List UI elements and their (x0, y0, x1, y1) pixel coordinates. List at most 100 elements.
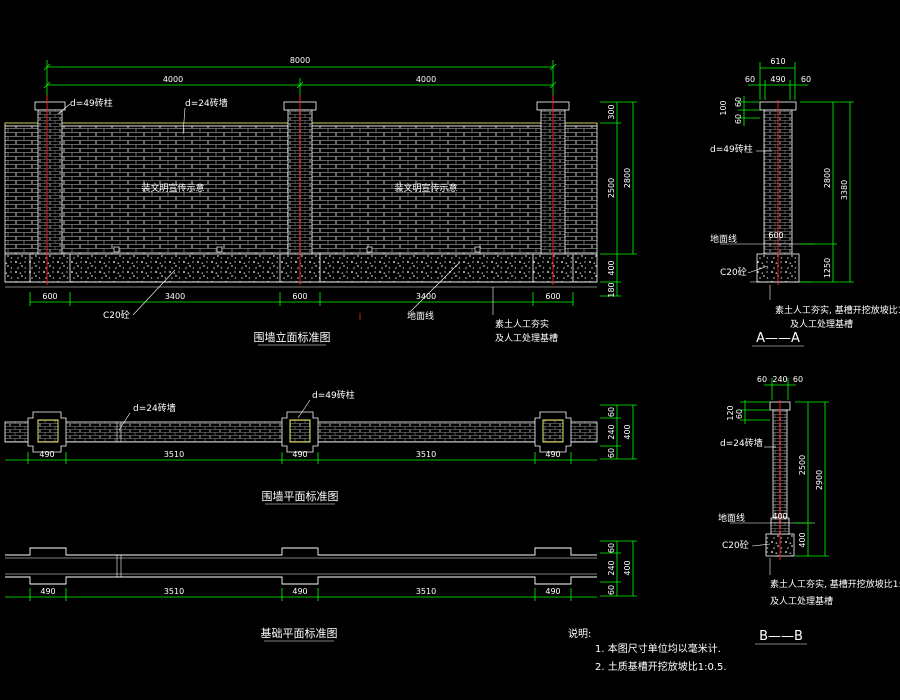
elevation-bottom-dim-5: 600 (545, 292, 560, 301)
elevation-right-dim-1: 300 (607, 104, 616, 119)
plan-right-dim-2: 240 (607, 424, 616, 439)
section-b-left-dim-2: 60 (735, 409, 744, 419)
elevation-right-dimension (600, 101, 637, 297)
elevation-label-fill-1: 素土人工夯实 (495, 318, 549, 330)
section-a-left-dim-1: 100 (719, 100, 728, 115)
section-b-label-fill: 素土人工夯实, 基槽开挖放坡比1:0.5 (770, 578, 900, 590)
elevation-title: 围墙立面标准图 (254, 330, 331, 344)
elevation-dim-right: 4000 (416, 75, 436, 84)
section-a-left-dim-3: 60 (734, 114, 743, 124)
notes-heading: 说明: (568, 627, 591, 640)
section-a-view: 610 60 490 60 600 100 60 60 2800 1250 33… (710, 57, 900, 347)
section-a-label-fill-2: 及人工处理基槽 (790, 318, 853, 330)
foundation-bottom-dim-4: 3510 (416, 587, 436, 596)
section-a-right-dim-1: 2800 (823, 168, 832, 188)
section-a-dim-mid: 490 (770, 75, 785, 84)
section-a-left-dimension (738, 96, 760, 126)
section-a-dim-footing: 600 (768, 231, 783, 240)
section-b-left-dimension (740, 400, 770, 424)
elevation-label-column: d=49砖柱 (70, 97, 113, 109)
section-a-right-dim-total: 3380 (840, 180, 849, 200)
wall-weep-holes (113, 246, 481, 253)
foundation-bottom-dimension (5, 588, 597, 601)
section-a-right-dim-2: 1250 (823, 258, 832, 278)
section-a-label-column: d=49砖柱 (710, 143, 753, 155)
plan-bottom-dimension (5, 452, 597, 464)
elevation-right-dim-4: 180 (607, 282, 616, 297)
column-right (532, 95, 574, 285)
plan-title: 围墙平面标准图 (262, 489, 339, 503)
section-a-dim-right: 60 (801, 75, 811, 84)
elevation-top-dimension (43, 60, 557, 100)
section-b-top-dimension (764, 378, 796, 400)
foundation-plan-view: 490 3510 490 3510 490 60 240 60 400 基础平面… (5, 540, 637, 642)
section-b-dim-left: 60 (757, 375, 767, 384)
plan-right-dim-total: 400 (623, 424, 632, 439)
foundation-bottom-dim-2: 3510 (164, 587, 184, 596)
section-b-right-dim-1: 2500 (798, 455, 807, 475)
plan-right-dim-3: 60 (607, 448, 616, 458)
notes-line-1: 1. 本图尺寸单位均以毫米计. (595, 642, 721, 655)
section-a-label-fill: 素土人工夯实, 基槽开挖放坡比1:0.5 (775, 304, 900, 316)
section-b-label-wall: d=24砖墙 (720, 437, 763, 449)
section-b-right-dimension (795, 401, 829, 557)
section-b-right-dim-total: 2900 (815, 470, 824, 490)
plan-bottom-dim-2: 3510 (164, 450, 184, 459)
elevation-bottom-dim-4: 3400 (416, 292, 436, 301)
elevation-view: 8000 4000 4000 (4, 56, 637, 346)
wall-plan-view: d=24砖墙 d=49砖柱 490 3510 490 3510 490 60 2… (4, 389, 637, 505)
section-a-top-dimension (748, 62, 808, 100)
elevation-bottom-dim-3: 600 (292, 292, 307, 301)
elevation-label-fill-2: 及人工处理基槽 (495, 332, 558, 344)
foundation-bottom-dim-3: 490 (292, 587, 307, 596)
plan-label-wall: d=24砖墙 (133, 402, 176, 414)
section-b-dim-right: 60 (793, 375, 803, 384)
elevation-bottom-dim-1: 600 (42, 292, 57, 301)
section-a-right-dimension (800, 101, 854, 283)
elevation-right-dim-total: 2800 (623, 168, 632, 188)
plan-bottom-dim-3: 490 (292, 450, 307, 459)
section-b-right-dim-2: 400 (798, 532, 807, 547)
section-b-dim-footing: 400 (772, 512, 787, 521)
foundation-right-dim-1: 60 (607, 543, 616, 553)
plan-right-dim-1: 60 (607, 407, 616, 417)
section-a-dim-total: 610 (770, 57, 785, 66)
elevation-dim-total: 8000 (290, 56, 310, 65)
column-left (29, 95, 71, 285)
elevation-label-wall: d=24砖墙 (185, 97, 228, 109)
elevation-label-ground: 地面线 (407, 310, 434, 322)
section-b-label-fill-2: 及人工处理基槽 (770, 595, 833, 607)
plan-bottom-dim-5: 490 (545, 450, 560, 459)
elevation-bottom-dimension (29, 292, 574, 306)
section-b-view: 60 240 60 400 120 60 2500 400 2900 d=24砖… (718, 375, 900, 645)
section-a-dim-left: 60 (745, 75, 755, 84)
section-a-label-c20: C20砼 (720, 266, 747, 278)
foundation-right-dim-total: 400 (623, 560, 632, 575)
elevation-label-c20: C20砼 (103, 309, 130, 321)
plan-bottom-dim-4: 3510 (416, 450, 436, 459)
section-b-title: B——B (759, 629, 803, 644)
section-b-label-ground: 地面线 (718, 512, 745, 524)
elevation-right-dim-2: 2500 (607, 178, 616, 198)
elevation-right-dim-3: 400 (607, 260, 616, 275)
elevation-dim-left: 4000 (163, 75, 183, 84)
plan-bottom-dim-1: 490 (39, 450, 54, 459)
foundation-right-dim-2: 240 (607, 560, 616, 575)
panel-text-left: 装文明宣传示意 (141, 182, 204, 194)
foundation-title: 基础平面标准图 (261, 626, 338, 640)
elevation-bottom-dim-2: 3400 (165, 292, 185, 301)
panel-text-right: 装文明宣传示意 (394, 182, 457, 194)
plan-label-column: d=49砖柱 (312, 389, 355, 401)
section-b-label-c20: C20砼 (722, 539, 749, 551)
column-middle (279, 95, 321, 285)
notes-line-2: 2. 土质基槽开挖放坡比1:0.5. (595, 660, 727, 673)
foundation-right-dimension (600, 540, 637, 597)
foundation-right-dim-3: 60 (607, 585, 616, 595)
section-b-left-dim-1: 120 (726, 405, 735, 420)
section-a-left-dim-2: 60 (734, 97, 743, 107)
section-b-dim-mid: 240 (772, 375, 787, 384)
drawing-notes: 说明: 1. 本图尺寸单位均以毫米计. 2. 土质基槽开挖放坡比1:0.5. (568, 627, 727, 673)
foundation-bottom-dim-1: 490 (40, 587, 55, 596)
